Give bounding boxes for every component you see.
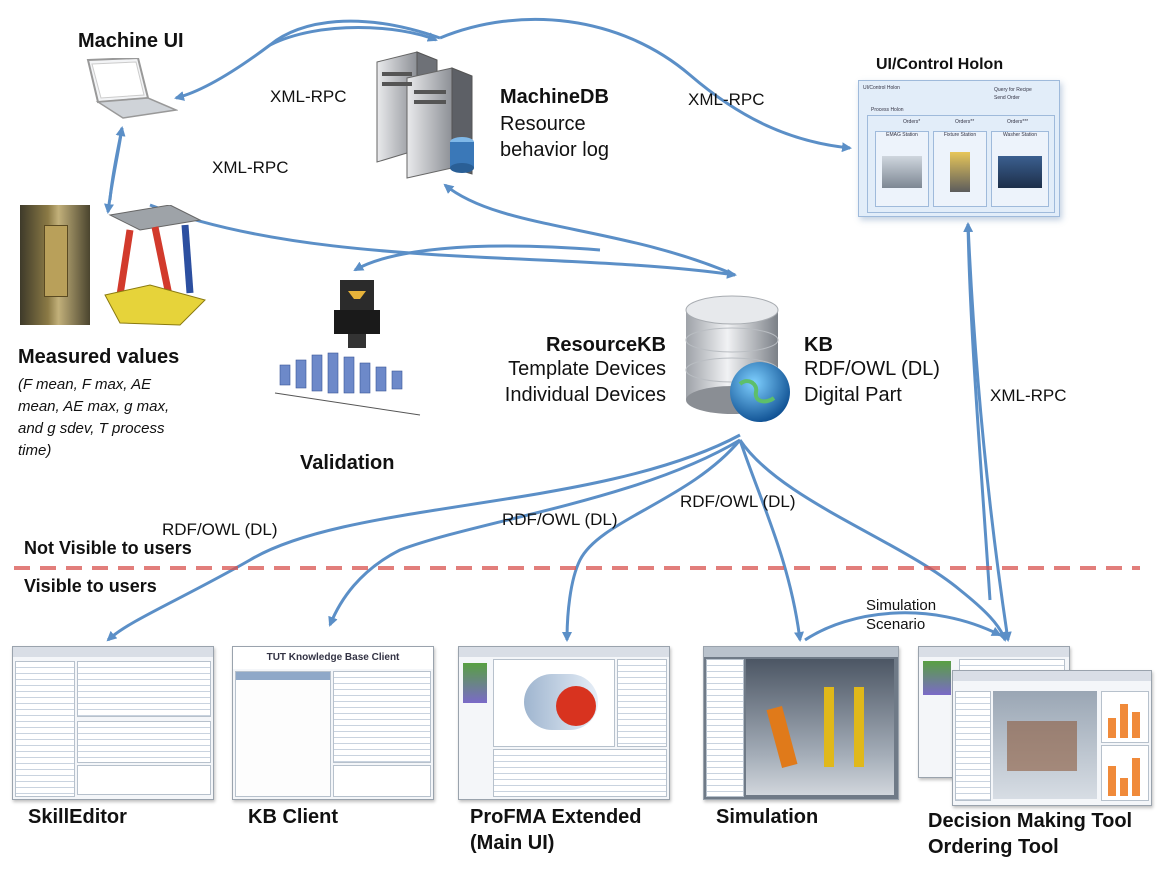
- arrow-holon-to-decision: [966, 223, 1012, 642]
- measured-title: Measured values: [18, 346, 180, 368]
- tool-label-profma-line2: (Main UI): [470, 832, 555, 854]
- laptop-icon: [86, 58, 178, 119]
- profma-screenshot: [458, 646, 670, 800]
- edge-label-rdf: RDF/OWL (DL): [502, 510, 618, 529]
- holon-cell: Washer Station: [991, 131, 1049, 207]
- skilleditor-screenshot: [12, 646, 214, 800]
- simulation-scenario-line: Scenario: [866, 616, 926, 633]
- holon-diagram: UI/Control Holon Query for Recipe Send O…: [858, 80, 1060, 217]
- holon-title: UI/Control Holon: [876, 56, 1004, 73]
- simulation-scenario-label: Simulation Scenario: [866, 596, 936, 634]
- validation-sensor-icon: [274, 280, 421, 416]
- arrow-machinedb-to-holon: [439, 17, 852, 153]
- machine-photo: [20, 205, 90, 325]
- holon-order: Orders***: [1007, 119, 1029, 125]
- tool-label-decision-line2: Ordering Tool: [928, 836, 1059, 858]
- resourcekb-line-2: Individual Devices: [504, 384, 666, 406]
- holon-cell-label: Washer Station: [1003, 132, 1037, 138]
- arrow-measured-to-kb: [149, 203, 737, 279]
- machine-ui-title: Machine UI: [78, 30, 184, 52]
- holon-cell-label: Fixture Station: [943, 132, 977, 138]
- holon-order: Orders**: [955, 119, 975, 125]
- measured-line: (F mean, F max, AE: [18, 376, 152, 393]
- measured-line: and g sdev, T process: [18, 420, 165, 437]
- hexapod-icon: [104, 205, 206, 326]
- edge-label-xmlrpc: XML-RPC: [688, 90, 765, 109]
- holon-order: Orders*: [903, 119, 921, 125]
- machinedb-title: MachineDB: [500, 86, 609, 108]
- machine-icon: [882, 156, 922, 188]
- arrow-kb-to-profma: [562, 439, 742, 642]
- arrow-kb-to-simulation: [738, 439, 804, 642]
- measured-line: mean, AE max, g max,: [18, 398, 170, 415]
- tool-label-skilleditor: SkillEditor: [28, 806, 127, 828]
- arrow-to-validation: [353, 244, 601, 272]
- not-visible-label: Not Visible to users: [24, 538, 192, 558]
- resourcekb-line-1: Template Devices: [508, 358, 666, 380]
- edge-label-xmlrpc: XML-RPC: [212, 158, 289, 177]
- machinedb-line-1: Resource: [500, 113, 586, 135]
- edge-label-xmlrpc: XML-RPC: [270, 87, 347, 106]
- validation-title: Validation: [300, 452, 395, 474]
- fixture-icon: [950, 152, 970, 192]
- arrow-machine-ui-to-measured: [104, 127, 124, 214]
- holon-inner-process: Process Holon: [871, 107, 904, 113]
- holon-inner-query: Query for Recipe: [994, 87, 1032, 93]
- arrow-kb-to-machinedb: [443, 183, 736, 277]
- arrow-kb-to-decision: [738, 439, 1008, 642]
- measured-line: time): [18, 442, 52, 459]
- edge-label-xmlrpc: XML-RPC: [990, 386, 1067, 405]
- arrow-top-to-machinedb: [269, 26, 438, 47]
- database-globe-icon: [685, 295, 790, 422]
- holon-cell: EMAG Station: [875, 131, 929, 207]
- simulation-scenario-line: Simulation: [866, 597, 937, 614]
- tool-label-decision-line1: Decision Making Tool: [928, 810, 1133, 832]
- server-icon: [376, 51, 474, 179]
- arrow-simulation-scenario: [804, 611, 1002, 642]
- holon-process-box: [867, 115, 1055, 213]
- machinedb-line-2: behavior log: [500, 139, 609, 161]
- kb-line-2: Digital Part: [804, 384, 902, 406]
- arrow-kb-to-skilleditor: [106, 433, 741, 642]
- tool-label-profma-line1: ProFMA Extended: [470, 806, 642, 828]
- arrow-kb-to-kbclient: [328, 438, 741, 627]
- holon-cell-label: EMAG Station: [886, 132, 918, 138]
- kbclient-window-title: TUT Knowledge Base Client: [233, 647, 433, 669]
- kb-line-1: RDF/OWL (DL): [804, 358, 940, 380]
- visible-label: Visible to users: [24, 576, 157, 596]
- edge-label-rdf: RDF/OWL (DL): [162, 520, 278, 539]
- kb-title: KB: [804, 334, 833, 356]
- simulation-screenshot: [703, 646, 899, 800]
- holon-inner-send: Send Order: [994, 95, 1020, 101]
- holon-cell: Fixture Station: [933, 131, 987, 207]
- tool-label-simulation: Simulation: [716, 806, 819, 828]
- decision-tool-front-screenshot: [952, 670, 1152, 806]
- kbclient-screenshot: TUT Knowledge Base Client: [232, 646, 434, 800]
- machine-icon: [998, 156, 1042, 188]
- holon-inner-header: UI/Control Holon: [863, 85, 900, 91]
- edge-label-rdf: RDF/OWL (DL): [680, 492, 796, 511]
- tool-label-kbclient: KB Client: [248, 806, 338, 828]
- measured-details: (F mean, F max, AE mean, AE max, g max, …: [18, 374, 169, 462]
- resourcekb-title: ResourceKB: [545, 334, 666, 356]
